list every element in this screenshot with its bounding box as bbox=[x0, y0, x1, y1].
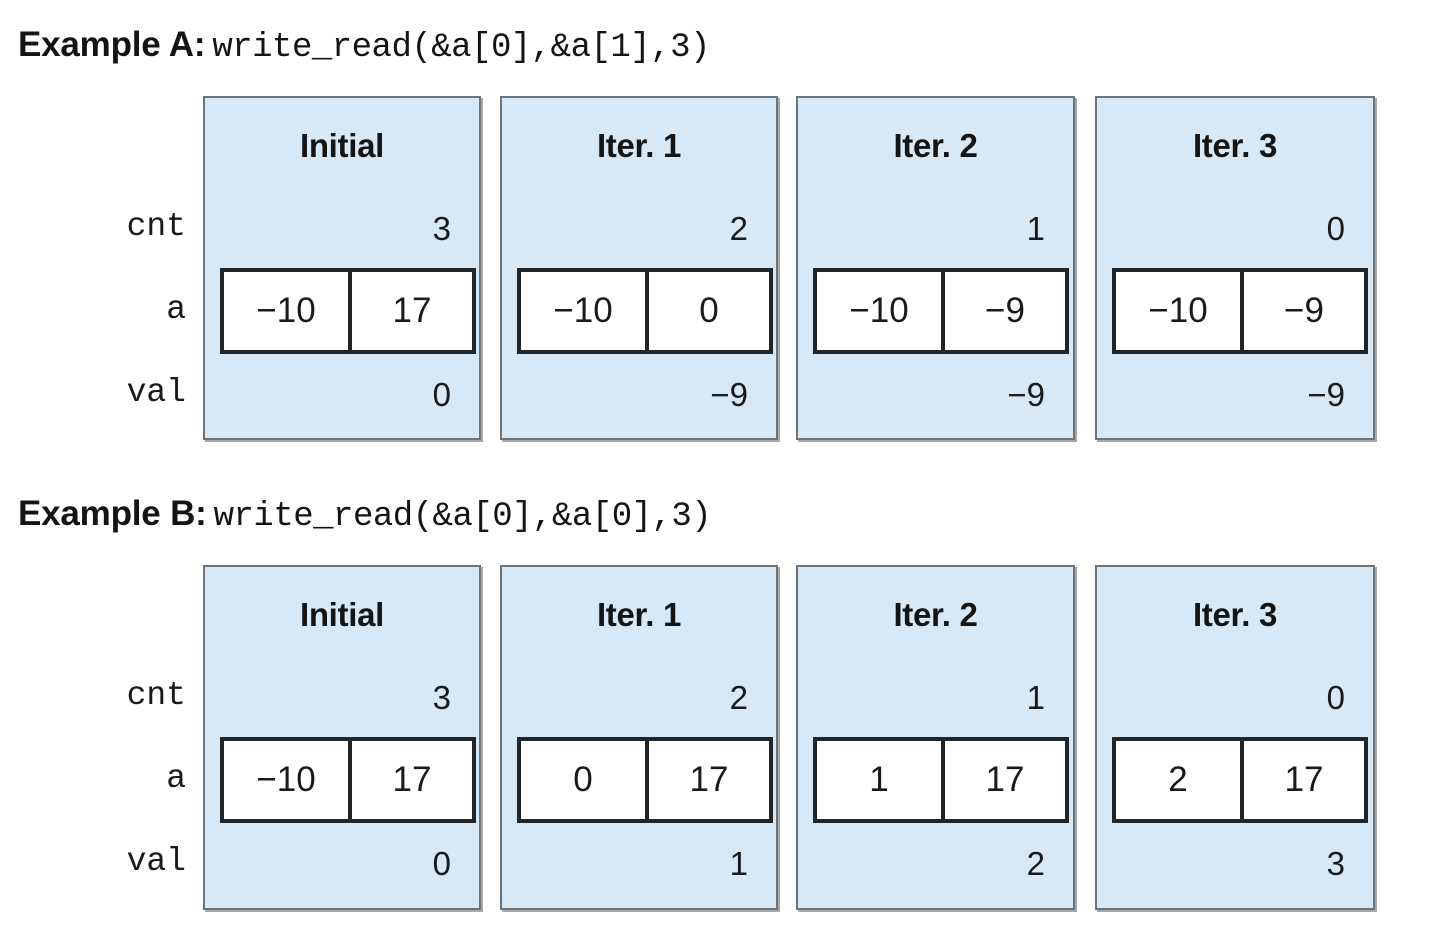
example-b-panel-iter-1: Iter. 1 2 0 17 1 bbox=[500, 565, 778, 910]
example-a-label: Example A: bbox=[18, 25, 206, 64]
panel-title: Iter. 1 bbox=[596, 127, 682, 164]
array-cell-1: 0 bbox=[645, 272, 769, 350]
panel-val-value: −9 bbox=[1007, 376, 1045, 413]
panel-cnt-value: 0 bbox=[1326, 210, 1345, 247]
array-cell-1: −9 bbox=[1240, 272, 1364, 350]
panel-val-value: −9 bbox=[710, 376, 748, 413]
array-box: −10 17 bbox=[220, 268, 476, 354]
example-b-panel-iter-3: Iter. 3 0 2 17 3 bbox=[1095, 565, 1375, 910]
example-b-call-signature: write_read(&a[0],&a[0],3) bbox=[213, 498, 712, 536]
array-cell-0: −10 bbox=[521, 272, 645, 350]
example-a-heading: Example A:write_read(&a[0],&a[1],3) bbox=[18, 27, 710, 65]
row-label-val: val bbox=[126, 374, 186, 411]
array-cell-0: −10 bbox=[224, 272, 348, 350]
panel-cnt-value: 3 bbox=[432, 210, 451, 247]
panel-cnt-value: 3 bbox=[432, 679, 451, 716]
example-a-panel-initial: Initial 3 −10 17 0 bbox=[203, 96, 481, 440]
panel-title: Iter. 3 bbox=[1192, 127, 1278, 164]
row-label-a: a bbox=[166, 760, 186, 797]
example-a-panel-iter-1: Iter. 1 2 −10 0 −9 bbox=[500, 96, 778, 440]
array-cell-0: −10 bbox=[1116, 272, 1240, 350]
array-box: −10 17 bbox=[220, 737, 476, 823]
array-box: −10 0 bbox=[517, 268, 773, 354]
panel-cnt-value: 1 bbox=[1026, 210, 1045, 247]
array-box: 1 17 bbox=[813, 737, 1069, 823]
array-cell-0: 1 bbox=[817, 741, 941, 819]
array-cell-1: 17 bbox=[941, 741, 1065, 819]
array-cell-0: 2 bbox=[1116, 741, 1240, 819]
array-box: −10 −9 bbox=[813, 268, 1069, 354]
panel-cnt-value: 1 bbox=[1026, 679, 1045, 716]
example-b-panel-initial: Initial 3 −10 17 0 bbox=[203, 565, 481, 910]
panel-title: Iter. 2 bbox=[893, 127, 978, 164]
array-cell-1: 17 bbox=[348, 741, 472, 819]
example-a-call-signature: write_read(&a[0],&a[1],3) bbox=[212, 29, 710, 67]
panel-title: Iter. 1 bbox=[596, 596, 682, 633]
panel-val-value: −9 bbox=[1307, 376, 1345, 413]
panel-title: Initial bbox=[299, 127, 385, 164]
example-b-heading: Example B:write_read(&a[0],&a[0],3) bbox=[18, 494, 712, 536]
array-cell-1: −9 bbox=[941, 272, 1065, 350]
panel-val-value: 2 bbox=[1026, 845, 1045, 882]
row-label-val: val bbox=[126, 843, 186, 880]
array-box: 2 17 bbox=[1112, 737, 1368, 823]
array-cell-0: 0 bbox=[521, 741, 645, 819]
example-a-panel-iter-3: Iter. 3 0 −10 −9 −9 bbox=[1095, 96, 1375, 440]
panel-cnt-value: 0 bbox=[1326, 679, 1345, 716]
example-a-panel-iter-2: Iter. 2 1 −10 −9 −9 bbox=[796, 96, 1075, 440]
array-box: 0 17 bbox=[517, 737, 773, 823]
example-b-label: Example B: bbox=[18, 494, 207, 533]
array-cell-0: −10 bbox=[224, 741, 348, 819]
panel-val-value: 1 bbox=[729, 845, 748, 882]
array-cell-1: 17 bbox=[645, 741, 769, 819]
array-cell-1: 17 bbox=[1240, 741, 1364, 819]
panel-val-value: 0 bbox=[432, 845, 451, 882]
panel-cnt-value: 2 bbox=[729, 679, 748, 716]
row-label-cnt: cnt bbox=[126, 677, 186, 714]
panel-title: Iter. 2 bbox=[893, 596, 978, 633]
array-cell-0: −10 bbox=[817, 272, 941, 350]
panel-cnt-value: 2 bbox=[729, 210, 748, 247]
example-b-row-labels: cnt a val bbox=[40, 565, 186, 910]
array-cell-1: 17 bbox=[348, 272, 472, 350]
row-label-cnt: cnt bbox=[126, 208, 186, 245]
example-b-panel-iter-2: Iter. 2 1 1 17 2 bbox=[796, 565, 1075, 910]
panel-title: Initial bbox=[299, 596, 385, 633]
array-box: −10 −9 bbox=[1112, 268, 1368, 354]
example-a-row-labels: cnt a val bbox=[40, 96, 186, 440]
panel-val-value: 3 bbox=[1326, 845, 1345, 882]
row-label-a: a bbox=[166, 291, 186, 328]
panel-title: Iter. 3 bbox=[1192, 596, 1278, 633]
panel-val-value: 0 bbox=[432, 376, 451, 413]
